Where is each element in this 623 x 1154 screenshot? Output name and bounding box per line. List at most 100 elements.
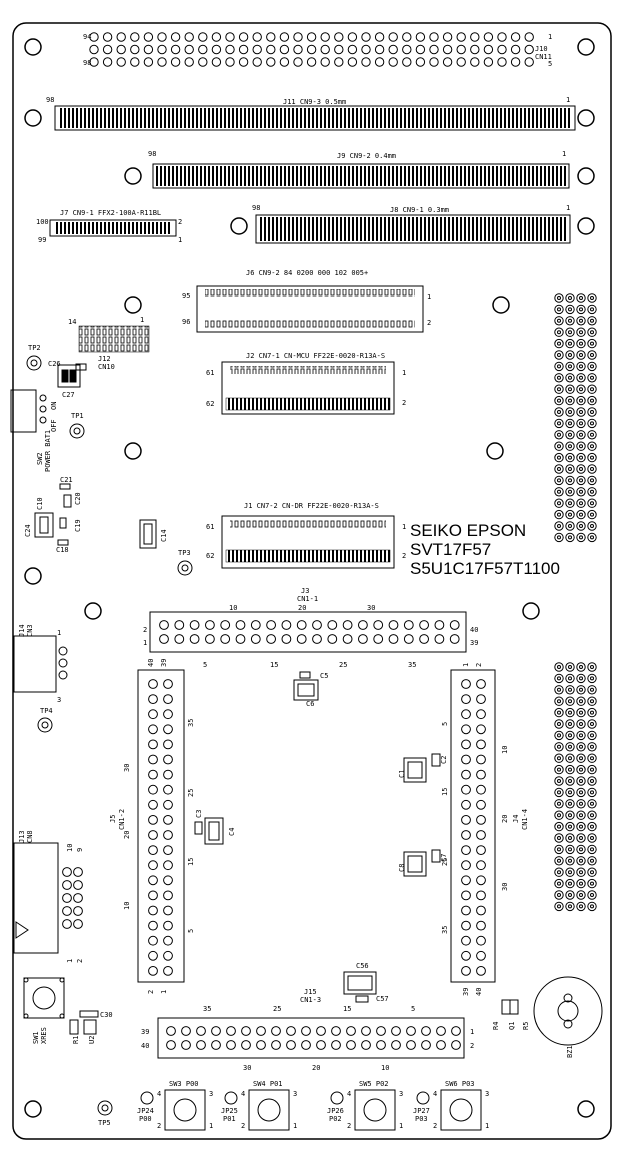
prototype-grid-lower bbox=[554, 662, 597, 912]
switch-sw1 bbox=[23, 977, 65, 1019]
header-hole bbox=[293, 57, 303, 67]
grid-hole bbox=[587, 810, 597, 820]
c30-label: C30 bbox=[100, 1011, 113, 1019]
j15-num-10: 10 bbox=[381, 1064, 389, 1072]
header-hole bbox=[148, 815, 158, 825]
header-hole bbox=[347, 57, 358, 67]
grid-hole-center bbox=[557, 296, 561, 300]
header-hole bbox=[252, 44, 262, 55]
header-hole bbox=[279, 57, 290, 67]
c6-label: C6 bbox=[306, 700, 314, 708]
header-hole bbox=[73, 880, 83, 890]
grid-hole-center bbox=[579, 501, 583, 506]
grid-hole-center bbox=[579, 722, 583, 726]
connector-j8: J8 CN9-1 0.3mm 98 1 bbox=[252, 204, 571, 244]
header-hole bbox=[461, 799, 471, 810]
header-hole bbox=[238, 44, 249, 55]
header-hole bbox=[102, 32, 113, 42]
grid-hole-center bbox=[590, 410, 594, 414]
grid-hole bbox=[587, 304, 597, 315]
j13-pin-2: 2 bbox=[76, 959, 84, 963]
grid-hole-center bbox=[579, 893, 583, 897]
header-hole bbox=[320, 57, 330, 67]
grid-hole bbox=[576, 327, 586, 337]
header-hole bbox=[189, 620, 200, 630]
header-hole bbox=[419, 620, 430, 630]
grid-hole bbox=[554, 418, 564, 429]
grid-hole-center bbox=[557, 893, 561, 897]
grid-hole bbox=[576, 844, 586, 855]
j3-num-20: 20 bbox=[298, 604, 306, 612]
header-hole bbox=[184, 32, 194, 42]
grid-hole bbox=[587, 673, 597, 684]
j4-num-25: 25 bbox=[441, 858, 449, 866]
header-hole bbox=[342, 620, 353, 630]
grid-hole-center bbox=[568, 824, 572, 829]
header-hole bbox=[402, 57, 412, 67]
header-hole bbox=[205, 620, 215, 630]
grid-hole bbox=[554, 532, 564, 543]
header-hole bbox=[163, 709, 173, 720]
grid-hole-center bbox=[590, 858, 594, 863]
c7-label: C7 bbox=[440, 854, 448, 862]
header-hole bbox=[331, 1040, 341, 1050]
c5-label: C5 bbox=[320, 672, 328, 680]
header-hole bbox=[235, 620, 246, 630]
grid-hole-center bbox=[568, 307, 572, 312]
grid-hole-center bbox=[579, 398, 583, 403]
components bbox=[34, 363, 519, 1035]
header-hole bbox=[159, 620, 169, 630]
grid-hole-center bbox=[568, 524, 572, 528]
header-hole bbox=[130, 32, 140, 42]
grid-hole bbox=[565, 293, 575, 303]
grid-hole-center bbox=[590, 710, 594, 715]
grid-hole-center bbox=[568, 489, 572, 494]
grid-hole bbox=[554, 844, 564, 855]
header-hole bbox=[89, 32, 99, 42]
grid-hole bbox=[565, 719, 575, 729]
grid-hole bbox=[554, 764, 564, 775]
header-hole bbox=[148, 845, 158, 855]
header-hole bbox=[476, 815, 486, 825]
j6-pin-95: 95 bbox=[182, 292, 190, 300]
header-hole bbox=[497, 32, 507, 42]
c14-label: C14 bbox=[160, 529, 168, 542]
header-hole bbox=[524, 57, 534, 67]
header-hole bbox=[320, 44, 330, 55]
header-hole bbox=[442, 32, 453, 42]
grid-hole-center bbox=[590, 296, 594, 300]
grid-hole bbox=[565, 509, 575, 520]
grid-hole-center bbox=[579, 524, 583, 528]
grid-hole-center bbox=[579, 790, 583, 795]
header-hole bbox=[434, 620, 445, 630]
button-pin-number: 3 bbox=[293, 1090, 297, 1098]
grid-hole-center bbox=[590, 341, 594, 346]
j15-label: J15 bbox=[304, 988, 317, 996]
grid-hole-center bbox=[579, 364, 583, 369]
header-hole bbox=[476, 920, 486, 931]
header-hole bbox=[148, 694, 158, 704]
grid-hole-center bbox=[557, 881, 561, 886]
grid-hole bbox=[565, 338, 575, 349]
header-hole bbox=[157, 57, 167, 67]
grid-hole bbox=[576, 521, 586, 531]
grid-hole-center bbox=[568, 767, 572, 772]
grid-hole bbox=[565, 407, 575, 417]
c27-label: C27 bbox=[62, 391, 75, 399]
header-hole bbox=[461, 966, 471, 976]
header-hole bbox=[166, 1040, 176, 1050]
grid-hole-center bbox=[557, 824, 561, 829]
grid-hole bbox=[565, 696, 575, 706]
header-hole bbox=[130, 57, 140, 67]
j3-num-10: 10 bbox=[229, 604, 237, 612]
j3-end-39: 39 bbox=[470, 639, 478, 647]
board-title: SEIKO EPSON SVT17F57 S5U1C17F57T1100 bbox=[410, 521, 560, 578]
header-hole bbox=[461, 950, 471, 961]
header-hole bbox=[148, 784, 158, 795]
header-hole bbox=[483, 32, 494, 42]
header-hole bbox=[415, 32, 426, 42]
grid-hole-center bbox=[590, 744, 594, 749]
header-hole bbox=[388, 57, 398, 67]
header-hole bbox=[116, 32, 126, 42]
header-hole bbox=[250, 620, 261, 630]
